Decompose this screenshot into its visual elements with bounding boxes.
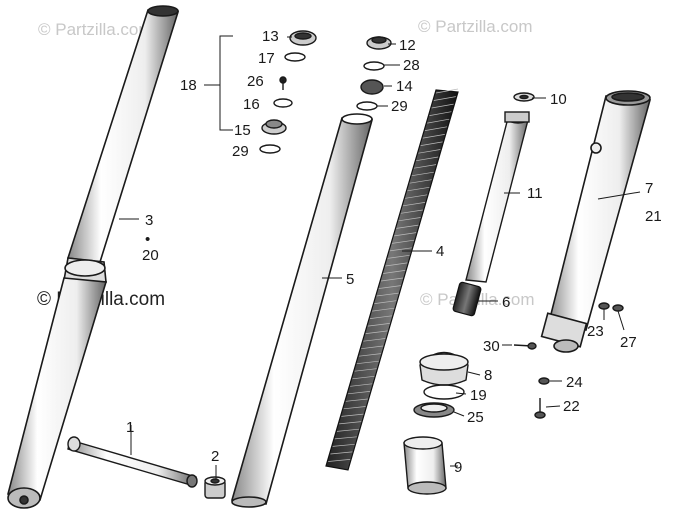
callout-14: 14: [396, 78, 413, 95]
callout-4: 4: [436, 243, 444, 260]
callout-19: 19: [470, 387, 487, 404]
callout-12: 12: [399, 37, 416, 54]
callout-15: 15: [234, 122, 251, 139]
callout-30: 30: [483, 338, 500, 355]
callout-13: 13: [262, 28, 279, 45]
callout-separator: •: [145, 231, 150, 248]
slider-part: [540, 90, 652, 353]
bushing-part: [403, 436, 447, 495]
callout-8: 8: [484, 367, 492, 384]
callout-16: 16: [243, 96, 260, 113]
callout-29-right: 29: [391, 98, 408, 115]
callout-17: 17: [258, 50, 275, 67]
callout-18: 18: [180, 77, 197, 94]
watermark-top-left: © Partzilla.com: [38, 20, 153, 39]
inner-tube-part: [230, 113, 374, 508]
callout-5: 5: [346, 271, 354, 288]
callout-9: 9: [454, 459, 462, 476]
callout-11: 11: [527, 185, 543, 202]
callout-28: 28: [403, 57, 420, 74]
callout-22: 22: [563, 398, 580, 415]
callout-25: 25: [467, 409, 484, 426]
axle-part: [67, 436, 198, 488]
callout-6: 6: [502, 294, 510, 311]
spring-part: [325, 88, 459, 471]
small-bolts: [513, 302, 624, 419]
piston-ring-part: [513, 92, 535, 102]
callout-20: 20: [142, 247, 159, 264]
callout-26: 26: [247, 73, 264, 90]
callout-3: 3: [145, 212, 153, 229]
leader-lines: [119, 35, 641, 480]
callout-24: 24: [566, 374, 583, 391]
watermark-top-right: © Partzilla.com: [418, 17, 533, 36]
rebound-spring-part: [452, 281, 482, 317]
top-cap-assembly: [259, 30, 317, 154]
damper-rod-part: [465, 111, 530, 283]
callout-1: 1: [126, 419, 134, 436]
callout-29-left: 29: [232, 143, 249, 160]
seal-assembly: [413, 351, 469, 418]
callout-27: 27: [620, 334, 637, 351]
bolt-washer-assembly: [356, 36, 392, 111]
callout-7: 7: [645, 180, 653, 197]
callout-10: 10: [550, 91, 567, 108]
callout-23: 23: [587, 323, 604, 340]
callout-labels: 3 • 20 1 2 5 4 6 7 21 11 10 13 17 18 26 …: [126, 28, 662, 476]
callout-21: 21: [645, 208, 662, 225]
collar-part: [204, 476, 226, 499]
callout-2: 2: [211, 448, 219, 465]
fork-tube-part: [7, 5, 180, 509]
